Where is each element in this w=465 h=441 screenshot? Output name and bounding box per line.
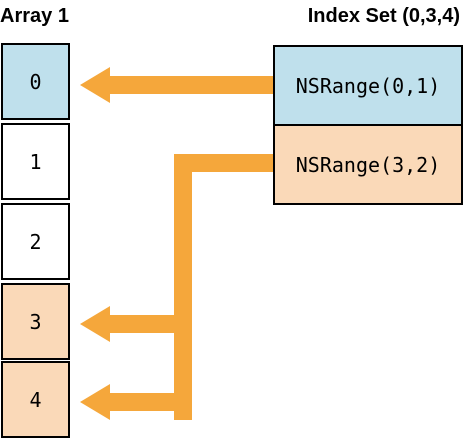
array-cell-0: 0 [1, 43, 70, 120]
arrow-head-cell3 [80, 306, 110, 342]
array-cell-4: 4 [1, 361, 70, 438]
array-cell-3: 3 [1, 283, 70, 360]
arrow-shaft-cell4 [108, 393, 192, 411]
arrow-shaft-range0 [108, 76, 276, 94]
connector-top [174, 154, 276, 172]
range-box-0: NSRange(0,1) [273, 45, 463, 126]
array-title: Array 1 [0, 5, 69, 27]
index-set-title: Index Set (0,3,4) [307, 5, 460, 27]
arrow-head-cell0 [80, 67, 110, 103]
connector-vertical [174, 154, 192, 420]
range-box-1: NSRange(3,2) [273, 124, 463, 205]
arrow-shaft-cell3 [108, 315, 192, 333]
array-cell-1: 1 [1, 123, 70, 200]
arrow-head-cell4 [80, 384, 110, 420]
array-cell-2: 2 [1, 203, 70, 280]
